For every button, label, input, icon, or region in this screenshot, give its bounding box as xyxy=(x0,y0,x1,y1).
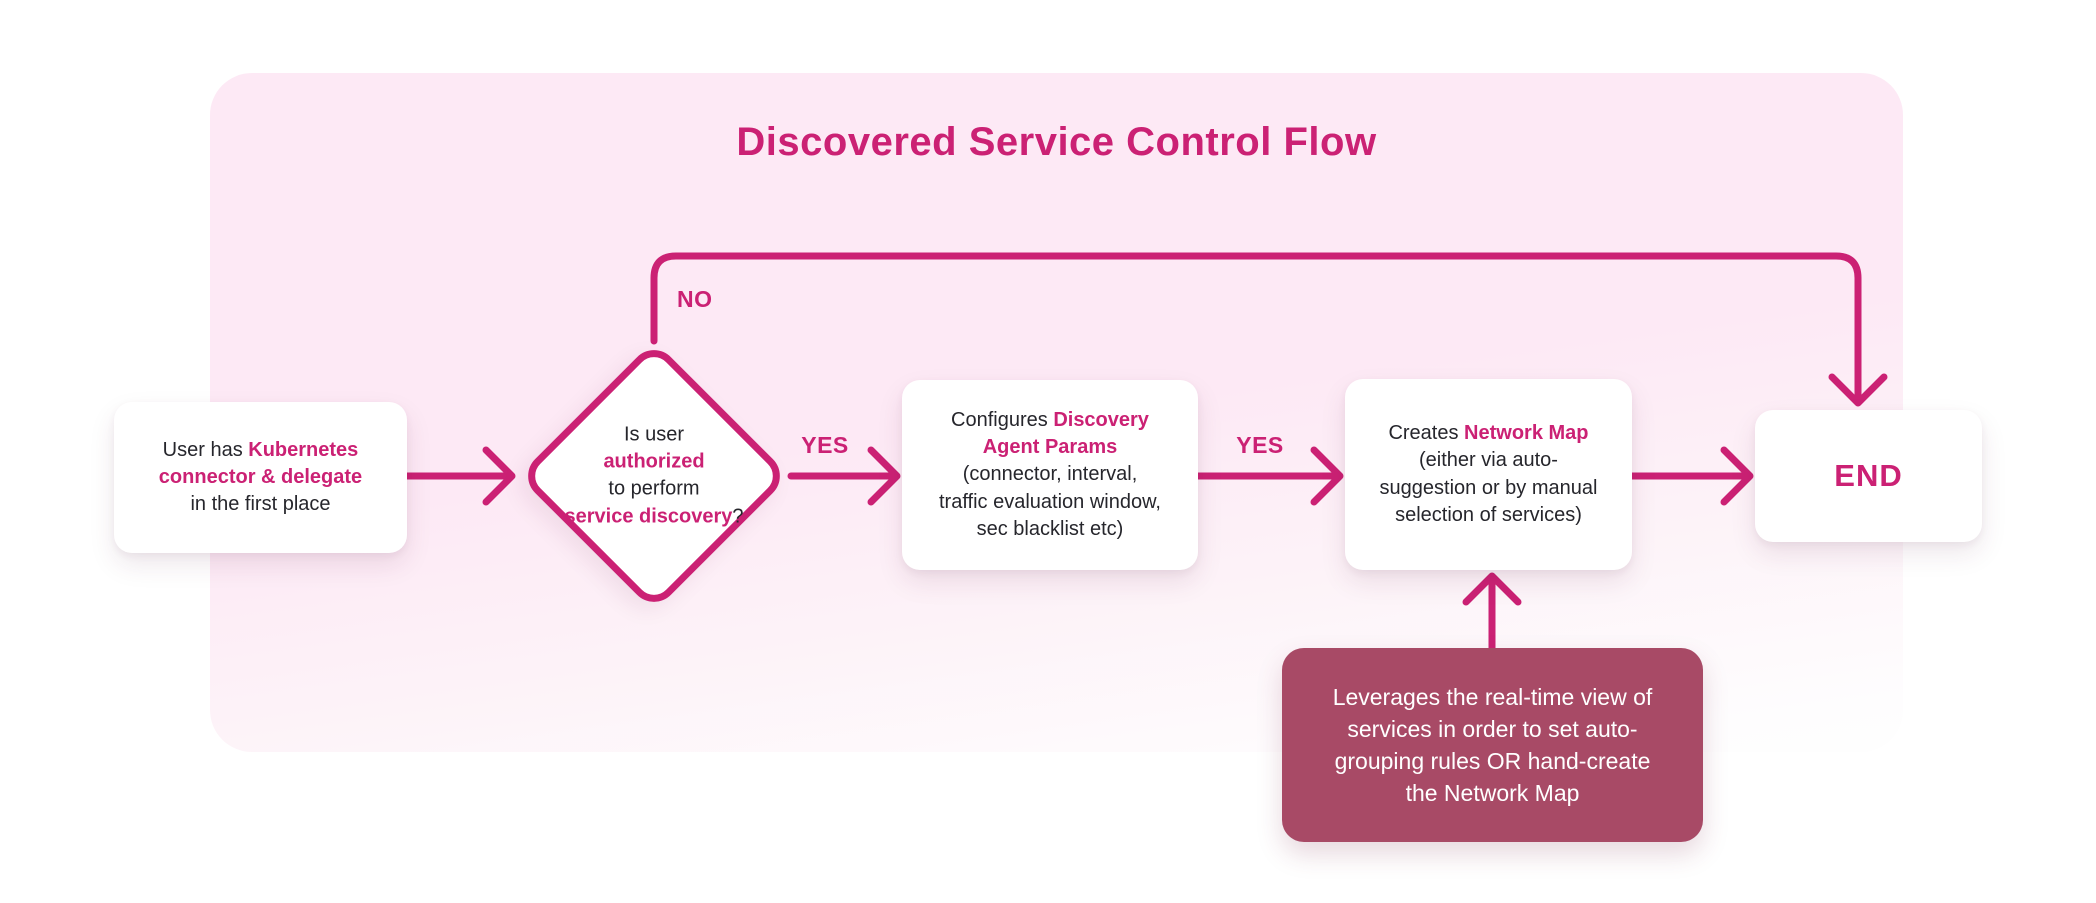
node-create-map: Creates Network Map(either via auto-sugg… xyxy=(1345,379,1632,570)
connector-note-to-create-map xyxy=(1462,572,1522,653)
arrowhead-right-icon xyxy=(1310,446,1344,506)
connector-decision-to-configure xyxy=(787,446,901,506)
arrowhead-up-icon xyxy=(1462,572,1522,606)
arrowhead-right-icon xyxy=(1720,446,1754,506)
edge-label-yes-2: YES xyxy=(1236,432,1284,458)
node-create-map-label: Creates Network Map(either via auto-sugg… xyxy=(1379,422,1598,526)
connector-start-to-decision xyxy=(403,446,516,506)
connector-configure-to-create-map xyxy=(1194,446,1344,506)
arrowhead-right-icon xyxy=(482,446,516,506)
arrowhead-down-icon xyxy=(1828,373,1888,407)
node-end-label: END xyxy=(1834,457,1903,493)
arrowhead-right-icon xyxy=(867,446,901,506)
connector-no-to-end xyxy=(650,252,1888,407)
connector-create-map-to-end xyxy=(1628,446,1754,506)
edge-label-yes-1: YES xyxy=(801,432,849,458)
connector-line xyxy=(650,252,1862,403)
node-end: END xyxy=(1755,410,1982,542)
edge-label-no: NO xyxy=(677,286,713,312)
diagram-title: Discovered Service Control Flow xyxy=(736,120,1377,164)
